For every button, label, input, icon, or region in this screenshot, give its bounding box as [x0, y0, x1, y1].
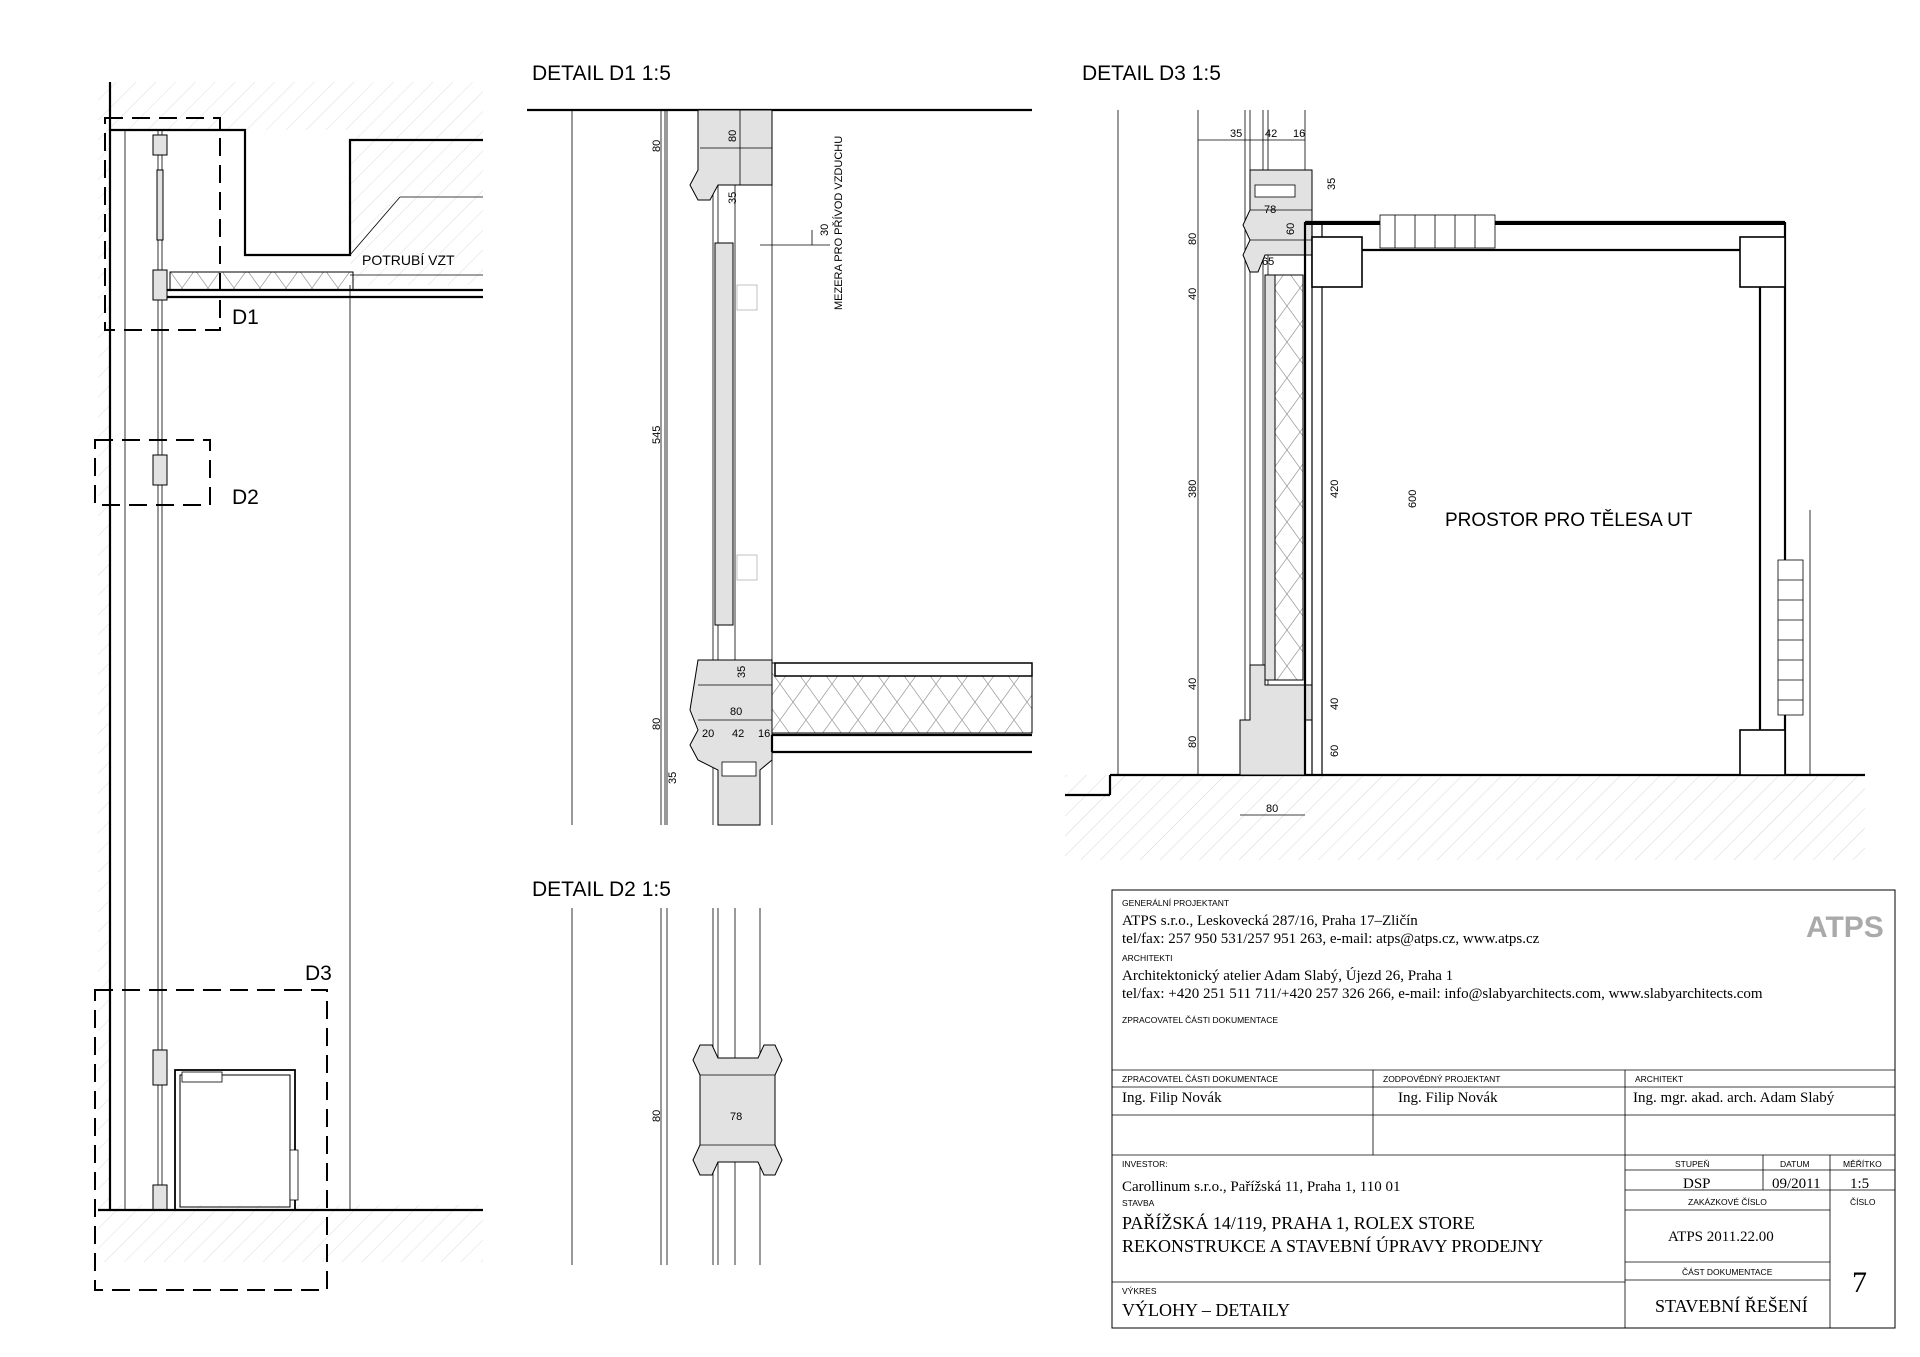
d2-label: D2: [232, 486, 259, 509]
detail-d3: DETAIL D3 1:5: [1065, 62, 1865, 860]
duct-label: POTRUBÍ VZT: [362, 252, 455, 268]
d3-dim-j: 380: [1187, 480, 1199, 498]
d3-dim-f: 60: [1285, 223, 1297, 235]
order-value: ATPS 2011.22.00: [1668, 1229, 1774, 1245]
d1-label: D1: [232, 306, 259, 329]
d3-marker: [94, 989, 328, 1291]
d2-dim-b: 78: [730, 1111, 742, 1123]
d1-dim-e: 545: [651, 426, 663, 444]
doc-author-label-2: ZPRACOVATEL ČÁSTI DOKUMENTACE: [1122, 1074, 1278, 1084]
d3-dim-m: 40: [1187, 678, 1199, 690]
d1-dim-f: 35: [736, 666, 748, 678]
d3-dim-q: 80: [1266, 803, 1278, 815]
d1-dim-b: 80: [727, 130, 739, 142]
d2-title: DETAIL D2 1:5: [532, 878, 671, 901]
building-label: STAVBA: [1122, 1198, 1155, 1208]
d3-title: DETAIL D3 1:5: [1082, 62, 1221, 85]
d3-dim-i: 40: [1187, 288, 1199, 300]
stage-value: DSP: [1683, 1176, 1711, 1192]
atps-logo: ATPS: [1806, 911, 1884, 944]
doc-author-name: Ing. Filip Novák: [1122, 1090, 1222, 1106]
d1-dim-l: 35: [667, 772, 679, 784]
d3-dim-e: 78: [1264, 204, 1276, 216]
stage-label: STUPEŇ: [1675, 1159, 1709, 1169]
d3-dim-k: 420: [1329, 480, 1341, 498]
scale-label: MĚŘÍTKO: [1843, 1159, 1882, 1169]
date-value: 09/2011: [1772, 1176, 1821, 1192]
d1-dim-k: 16: [758, 728, 770, 740]
detail-d1: DETAIL D1 1:5 80 80 35 30: [527, 62, 1033, 826]
title-block: GENERÁLNÍ PROJEKTANT ATPS s.r.o., Leskov…: [1111, 889, 1896, 1329]
building-line2: REKONSTRUKCE A STAVEBNÍ ÚPRAVY PRODEJNY: [1122, 1235, 1543, 1256]
order-label: ZAKÁZKOVÉ ČÍSLO: [1688, 1197, 1767, 1207]
d1-dim-i: 20: [702, 728, 714, 740]
d3-dim-p: 60: [1329, 745, 1341, 757]
number-value: 7: [1852, 1266, 1867, 1299]
d1-dim-j: 42: [732, 728, 744, 740]
architect-label: ARCHITEKT: [1635, 1074, 1683, 1084]
d3-dim-d: 35: [1326, 178, 1338, 190]
investor-label: INVESTOR:: [1122, 1159, 1168, 1169]
doc-author-label-1: ZPRACOVATEL ČÁSTI DOKUMENTACE: [1122, 1015, 1278, 1025]
d2-marker: [94, 439, 211, 506]
scale-value: 1:5: [1850, 1176, 1869, 1192]
investor-name: Carollinum s.r.o., Pařížská 11, Praha 1,…: [1122, 1179, 1400, 1195]
architect-name: Ing. mgr. akad. arch. Adam Slabý: [1633, 1090, 1835, 1106]
responsible-label: ZODPOVĚDNÝ PROJEKTANT: [1383, 1074, 1500, 1084]
general-designer-label: GENERÁLNÍ PROJEKTANT: [1122, 898, 1229, 908]
d1-dim-c: 35: [727, 192, 739, 204]
d1-dim-a: 80: [651, 140, 663, 152]
d3-dim-a: 35: [1230, 128, 1242, 140]
d3-dim-c: 16: [1293, 128, 1305, 140]
d3-dim-h: 80: [1187, 233, 1199, 245]
drawing-label: VÝKRES: [1122, 1286, 1157, 1296]
d1-gap-label: MEZERA PRO PŘÍVOD VZDUCHU: [832, 136, 845, 310]
d3-dim-b: 42: [1265, 128, 1277, 140]
d3-dim-o: 40: [1329, 698, 1341, 710]
part-value: STAVEBNÍ ŘEŠENÍ: [1655, 1295, 1808, 1316]
general-designer-line1: ATPS s.r.o., Leskovecká 287/16, Praha 17…: [1122, 913, 1418, 929]
d3-label: D3: [305, 962, 332, 985]
overview-section: POTRUBÍ VZT D1 D2 D3: [94, 82, 483, 1291]
building-line1: PAŘÍŽSKÁ 14/119, PRAHA 1, ROLEX STORE: [1122, 1212, 1475, 1233]
part-label: ČÁST DOKUMENTACE: [1682, 1267, 1773, 1277]
d1-dim-d: 30: [819, 224, 831, 236]
architects-line2: tel/fax: +420 251 511 711/+420 257 326 2…: [1122, 986, 1763, 1002]
date-label: DATUM: [1780, 1159, 1810, 1169]
d1-dim-g: 80: [651, 718, 663, 730]
d3-dim-n: 80: [1187, 736, 1199, 748]
d1-title: DETAIL D1 1:5: [532, 62, 671, 85]
d3-dim-l: 600: [1407, 490, 1419, 508]
d1-marker: [104, 117, 221, 331]
general-designer-line2: tel/fax: 257 950 531/257 951 263, e-mail…: [1122, 931, 1540, 947]
drawing-name: VÝLOHY – DETAILY: [1122, 1299, 1290, 1320]
d2-dim-a: 80: [651, 1110, 663, 1122]
responsible-name: Ing. Filip Novák: [1398, 1090, 1498, 1106]
architects-label: ARCHITEKTI: [1122, 953, 1173, 963]
d3-dim-g: 65: [1262, 256, 1274, 268]
d3-space-label: PROSTOR PRO TĚLESA UT: [1445, 509, 1693, 531]
d1-dim-h: 80: [730, 706, 742, 718]
detail-d2: DETAIL D2 1:5 80 78: [532, 878, 783, 1265]
number-label: ČÍSLO: [1850, 1197, 1876, 1207]
architects-line1: Architektonický atelier Adam Slabý, Újez…: [1122, 967, 1453, 984]
